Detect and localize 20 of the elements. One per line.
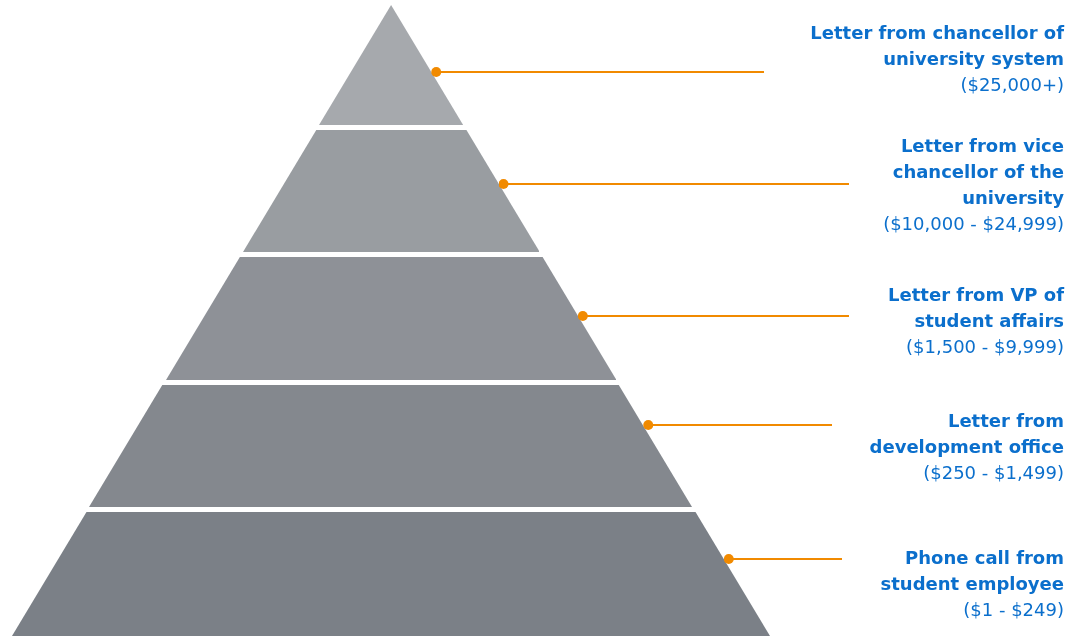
pyramid-tier [318,5,464,125]
amount-range: ($10,000 - $24,999) [882,212,1064,236]
pyramid-tier [165,257,617,380]
leader-line [431,67,765,77]
amount-range: ($1,500 - $9,999) [905,335,1064,359]
amount-range: ($250 - $1,499) [922,461,1064,485]
leader-line [577,311,850,321]
leader-line [723,554,843,564]
leader-line [498,179,850,189]
pyramid-tier [89,385,693,507]
tier-label: Letter from vice chancellor of the university [891,134,1064,210]
pyramid-tier [12,512,770,636]
tier-label: Phone call from student employee [879,546,1064,596]
tier-label: Letter from VP of student affairs [887,283,1064,333]
amount-range: ($25,000+) [959,73,1064,97]
tier-label: Letter from chancellor of university system [809,21,1064,71]
leader-line [643,420,833,430]
pyramid-tier [242,130,540,252]
amount-range: ($1 - $249) [962,598,1064,622]
tier-label: Letter from development office [868,409,1064,459]
